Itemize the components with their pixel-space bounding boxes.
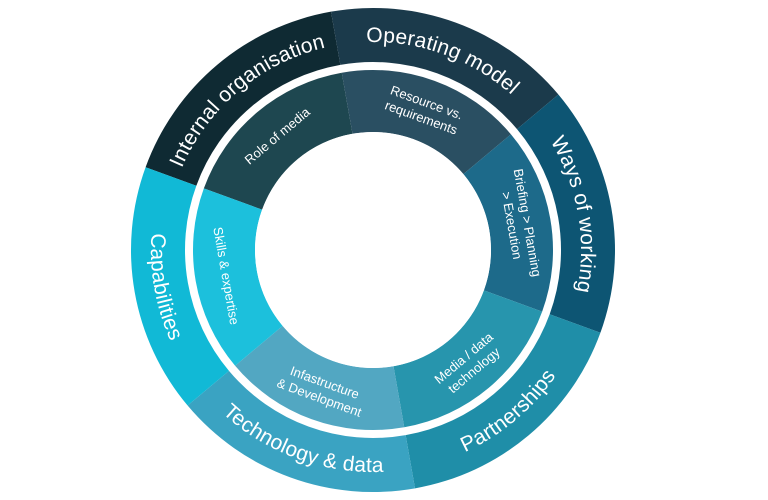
inner-segment-briefing-planning-execution	[463, 134, 553, 312]
inner-segment-infastructure-development	[235, 325, 405, 430]
outer-segment-internal-organisation	[145, 11, 341, 186]
outer-segment-operating-model	[330, 8, 559, 130]
inner-segment-media-data-technology	[393, 290, 543, 428]
inner-segment-resource-vs-requirements	[341, 69, 511, 175]
inner-segment-skills-expertise	[193, 188, 283, 366]
center-hole	[255, 132, 491, 368]
outer-segment-technology-data	[187, 370, 416, 493]
outer-segment-ways-of-working	[517, 94, 615, 333]
inner-segment-role-of-media	[203, 72, 353, 210]
outer-segment-capabilities	[131, 167, 229, 406]
outer-segment-partnerships	[405, 314, 601, 489]
